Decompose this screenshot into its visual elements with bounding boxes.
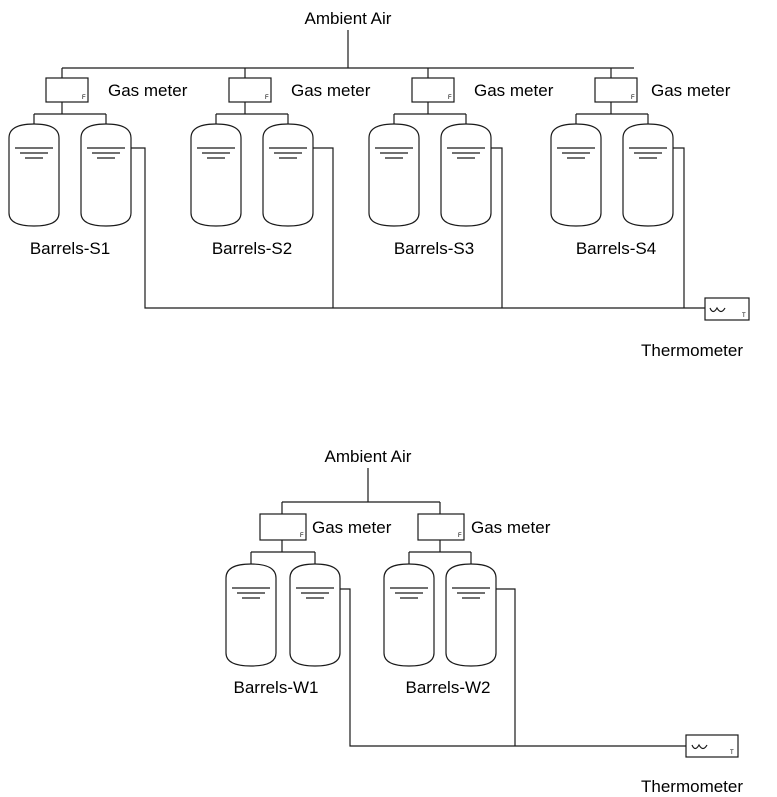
bottom-split-2 (408, 540, 472, 564)
barrel (190, 123, 242, 227)
bottom-system: Ambient Air F Gas meter F Gas meter Barr… (225, 447, 743, 796)
gas-meter-mark: F (82, 95, 86, 101)
top-system: Ambient Air F Gas meter F Gas meter F Ga… (8, 9, 750, 360)
gas-meter-mark: F (300, 533, 304, 539)
barrel (550, 123, 602, 227)
barrel-group-label: Barrels-S1 (30, 239, 110, 258)
gas-meter-box (259, 513, 307, 541)
thermometer-box (704, 297, 750, 321)
gas-meter-box (594, 77, 638, 103)
top-split-3 (393, 102, 467, 124)
top-barrel-group-4: Barrels-S4 (550, 123, 674, 258)
bottom-barrel-group-2: Barrels-W2 (383, 563, 497, 697)
top-gas-meter-3: F Gas meter (411, 77, 554, 103)
bottom-barrel-group-1: Barrels-W1 (225, 563, 341, 697)
bottom-thermometer: T Thermometer (641, 734, 743, 796)
thermometer-mark: T (742, 313, 746, 319)
top-thermometer: T Thermometer (641, 297, 750, 360)
gas-meter-label: Gas meter (474, 81, 554, 100)
barrel (80, 123, 132, 227)
bottom-gas-meter-1: F Gas meter (259, 513, 392, 541)
thermometer-mark: T (730, 750, 734, 756)
gas-meter-mark: F (448, 95, 452, 101)
barrel (368, 123, 420, 227)
barrel (440, 123, 492, 227)
barrel (289, 563, 341, 667)
gas-meter-mark: F (631, 95, 635, 101)
top-barrel-group-2: Barrels-S2 (190, 123, 314, 258)
gas-meter-box (228, 77, 272, 103)
barrel-group-label: Barrels-S4 (576, 239, 656, 258)
top-barrel-group-3: Barrels-S3 (368, 123, 492, 258)
coil-icon (691, 743, 708, 750)
barrel-group-label: Barrels-W2 (405, 678, 490, 697)
gas-meter-box (411, 77, 455, 103)
bottom-split-1 (250, 540, 316, 564)
gas-meter-label: Gas meter (312, 518, 392, 537)
coil-icon (709, 306, 726, 313)
thermometer-label: Thermometer (641, 341, 743, 360)
top-split-2 (215, 102, 289, 124)
gas-meter-mark: F (265, 95, 269, 101)
top-split-4 (575, 102, 649, 124)
barrel (262, 123, 314, 227)
gas-meter-box (45, 77, 89, 103)
barrel (622, 123, 674, 227)
barrel-group-label: Barrels-W1 (233, 678, 318, 697)
top-air-manifold (61, 30, 634, 78)
thermometer-label: Thermometer (641, 777, 743, 796)
barrel (8, 123, 60, 227)
bottom-air-manifold (281, 468, 441, 514)
top-gas-meter-4: F Gas meter (594, 77, 731, 103)
bottom-sensor-wiring (340, 588, 686, 747)
barrel (225, 563, 277, 667)
gas-meter-label: Gas meter (651, 81, 731, 100)
top-ambient-air-label: Ambient Air (305, 9, 392, 28)
gas-meter-label: Gas meter (108, 81, 188, 100)
gas-meter-box (417, 513, 465, 541)
gas-meter-label: Gas meter (291, 81, 371, 100)
top-gas-meter-1: F Gas meter (45, 77, 188, 103)
top-sensor-wiring (131, 147, 705, 309)
barrel-group-label: Barrels-S2 (212, 239, 292, 258)
gas-meter-label: Gas meter (471, 518, 551, 537)
barrel (383, 563, 435, 667)
top-barrel-group-1: Barrels-S1 (8, 123, 132, 258)
top-split-1 (33, 102, 107, 124)
gas-meter-mark: F (458, 533, 462, 539)
thermometer-box (685, 734, 739, 758)
barrel (445, 563, 497, 667)
barrel-group-label: Barrels-S3 (394, 239, 474, 258)
bottom-gas-meter-2: F Gas meter (417, 513, 551, 541)
top-gas-meter-2: F Gas meter (228, 77, 371, 103)
bottom-ambient-air-label: Ambient Air (325, 447, 412, 466)
